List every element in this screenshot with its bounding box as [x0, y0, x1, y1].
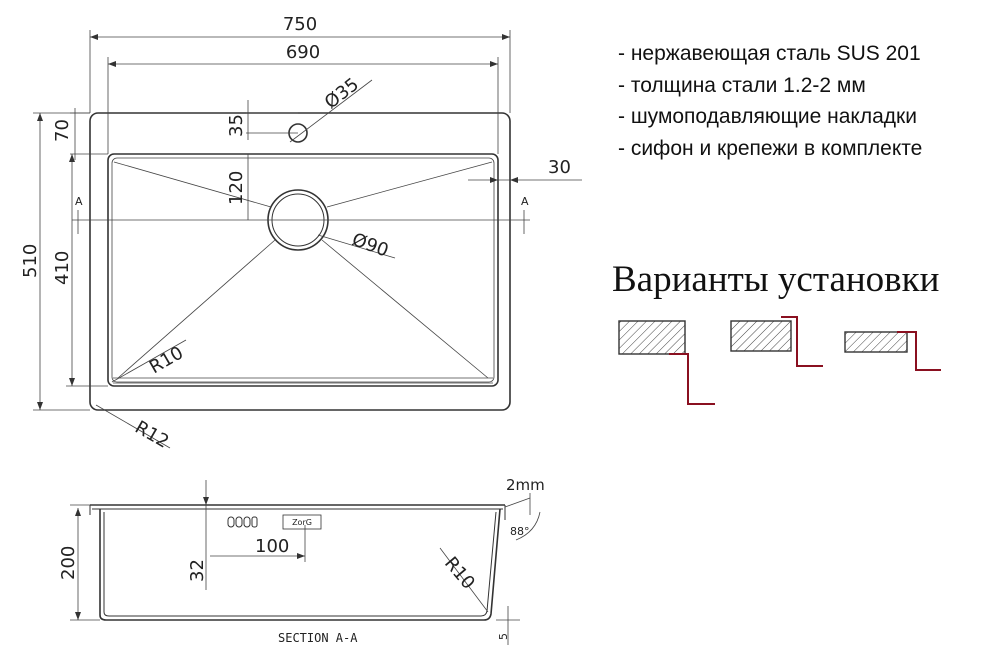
section-dim-thickness: 2mm — [506, 476, 545, 494]
dim-depth-inner: 410 — [52, 251, 73, 285]
install-variant-3 — [844, 331, 941, 371]
feature-item: - шумоподавляющие накладки — [618, 105, 917, 128]
feature-item: - толщина стали 1.2-2 мм — [618, 73, 866, 97]
brand-logo — [282, 514, 322, 530]
dim-hole-to-drain: 120 — [226, 171, 247, 205]
dim-side-margin: 30 — [548, 157, 571, 178]
section-view: 200 32 100 ZorG 2mm 88° R10 — [58, 476, 545, 645]
install-variants-title: Варианты установки — [612, 259, 940, 300]
install-variant-1 — [618, 320, 715, 405]
section-dim-drain-spacing: 100 — [255, 536, 289, 557]
overflow-slots — [227, 516, 258, 528]
section-marker-left: A — [75, 195, 83, 208]
section-dim-drain-offset: 32 — [187, 559, 208, 582]
dim-drain-diameter: Ø90 — [349, 229, 391, 261]
dim-rim: 70 — [52, 119, 73, 142]
brand-logo-text: ZorG — [292, 518, 312, 527]
feature-item: - нержавеющая сталь SUS 201 — [618, 42, 921, 65]
dim-hole-diameter: Ø35 — [321, 74, 363, 113]
dim-radius-outer: R12 — [131, 417, 172, 453]
dim-width-inner: 690 — [286, 42, 320, 63]
section-dim-height: 200 — [58, 546, 79, 580]
sink-bowl — [107, 153, 499, 387]
section-marker-right: A — [521, 195, 529, 208]
section-label: SECTION A-A — [278, 631, 358, 645]
feature-list: - нержавеющая сталь SUS 201 - толщина ст… — [618, 38, 922, 164]
top-view: 750 690 Ø35 35 70 120 30 Ø90 — [20, 14, 582, 453]
section-dim-angle: 88° — [510, 525, 530, 538]
section-dim-radius: R10 — [440, 553, 479, 594]
install-variant-2 — [730, 316, 823, 367]
sink-outer-rim — [89, 112, 511, 411]
dim-depth-outer: 510 — [20, 244, 41, 278]
section-dim-bottom: 5 — [497, 633, 510, 640]
dim-width-outer: 750 — [283, 14, 317, 35]
dim-hole-offset: 35 — [226, 114, 247, 137]
sink-bowl-inner-edge — [111, 157, 495, 383]
feature-item: - сифон и крепежи в комплекте — [618, 136, 923, 160]
